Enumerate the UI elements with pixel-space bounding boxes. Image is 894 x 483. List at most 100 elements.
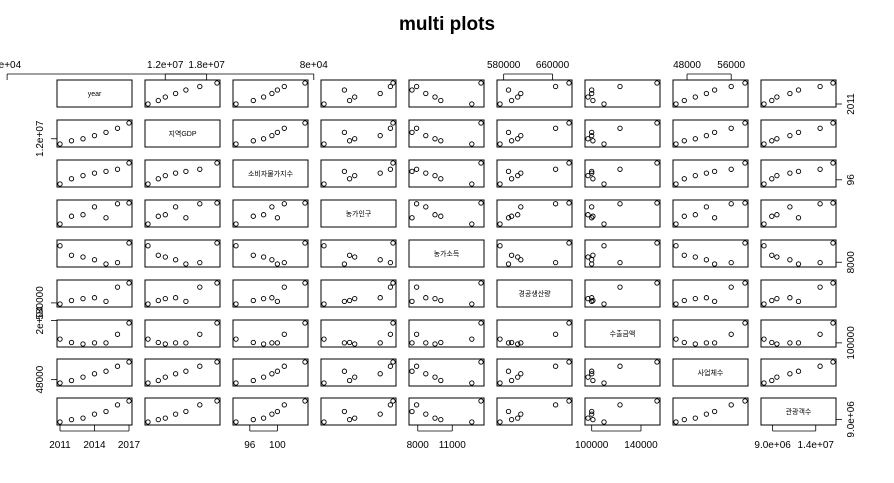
tick-label: 2014 — [83, 440, 106, 451]
data-point — [703, 132, 710, 139]
data-point — [377, 132, 383, 139]
panel-frame — [144, 279, 221, 308]
data-point — [274, 408, 281, 415]
panel-frame — [408, 358, 485, 387]
data-point — [114, 125, 121, 131]
data-point — [274, 87, 281, 93]
data-point — [260, 295, 267, 302]
data-point — [126, 280, 132, 286]
data-point — [438, 176, 444, 182]
data-point — [197, 402, 203, 408]
data-point — [795, 215, 802, 221]
tick-label: 100000 — [846, 326, 857, 360]
data-point — [91, 295, 98, 301]
data-point — [681, 297, 687, 304]
panel-frame — [760, 279, 837, 308]
data-point — [703, 90, 710, 97]
data-point — [103, 368, 109, 374]
data-point — [711, 408, 718, 415]
tick-label: 580000 — [35, 286, 46, 320]
data-point — [742, 398, 748, 404]
data-point — [774, 295, 780, 302]
data-point — [673, 243, 679, 249]
data-point — [80, 136, 86, 142]
data-point — [214, 280, 220, 286]
data-point — [197, 363, 203, 369]
data-point — [830, 80, 836, 86]
data-point — [346, 97, 353, 104]
data-point — [673, 419, 679, 425]
panel-frame — [584, 397, 661, 426]
data-point — [497, 380, 503, 386]
panel-frame — [232, 199, 309, 228]
data-point — [183, 368, 189, 374]
data-point — [518, 90, 524, 97]
data-point — [518, 132, 524, 139]
data-point — [413, 331, 420, 337]
data-point — [126, 200, 132, 206]
data-point — [302, 80, 308, 86]
data-point — [250, 138, 256, 144]
data-point — [761, 141, 767, 147]
data-point — [589, 168, 595, 175]
data-point — [68, 176, 75, 182]
data-point — [742, 80, 748, 86]
data-point — [197, 331, 203, 337]
data-point — [126, 160, 132, 166]
data-point — [250, 416, 256, 423]
data-point — [590, 416, 596, 423]
data-point — [250, 297, 256, 304]
data-point — [162, 212, 168, 218]
data-point — [274, 368, 281, 374]
data-point — [681, 138, 687, 144]
data-point — [673, 101, 679, 107]
data-point — [728, 259, 734, 266]
data-point — [566, 200, 572, 206]
data-point — [728, 83, 734, 90]
data-point — [692, 212, 698, 218]
data-point — [172, 257, 179, 263]
data-point — [497, 419, 503, 425]
data-point — [795, 168, 802, 175]
data-point — [346, 339, 353, 346]
data-point — [589, 129, 595, 136]
data-point — [589, 90, 595, 97]
data-point — [172, 170, 179, 176]
panel-frame — [56, 239, 133, 268]
data-point — [617, 259, 623, 266]
data-point — [601, 101, 607, 107]
data-point — [274, 298, 281, 305]
tick-label: 8e+04 — [300, 60, 329, 71]
panel-frame — [496, 199, 573, 228]
data-point — [155, 377, 161, 384]
variable-label: 농가소득 — [434, 249, 460, 258]
panel-frame — [320, 279, 397, 308]
data-point — [518, 204, 524, 210]
data-point — [390, 398, 396, 404]
data-point — [409, 408, 415, 415]
panel-frame — [232, 279, 309, 308]
data-point — [552, 125, 559, 131]
data-point — [172, 204, 179, 210]
tick-label: 48000 — [673, 60, 701, 71]
data-point — [233, 301, 239, 307]
data-point — [787, 257, 793, 263]
data-point — [233, 243, 239, 249]
data-point — [654, 240, 660, 246]
panel-frame — [56, 319, 133, 348]
panel-frame — [760, 397, 837, 426]
data-point — [57, 301, 63, 307]
data-point — [589, 204, 595, 210]
panel-frame — [760, 239, 837, 268]
data-point — [617, 402, 623, 408]
data-point — [302, 359, 308, 365]
data-point — [413, 284, 420, 290]
data-point — [346, 176, 353, 182]
data-point — [114, 363, 121, 369]
data-point — [352, 136, 358, 142]
data-point — [742, 280, 748, 286]
tick-label: 56000 — [717, 60, 745, 71]
data-point — [478, 359, 484, 365]
variable-label: 농가인구 — [346, 209, 372, 218]
data-point — [617, 83, 623, 90]
